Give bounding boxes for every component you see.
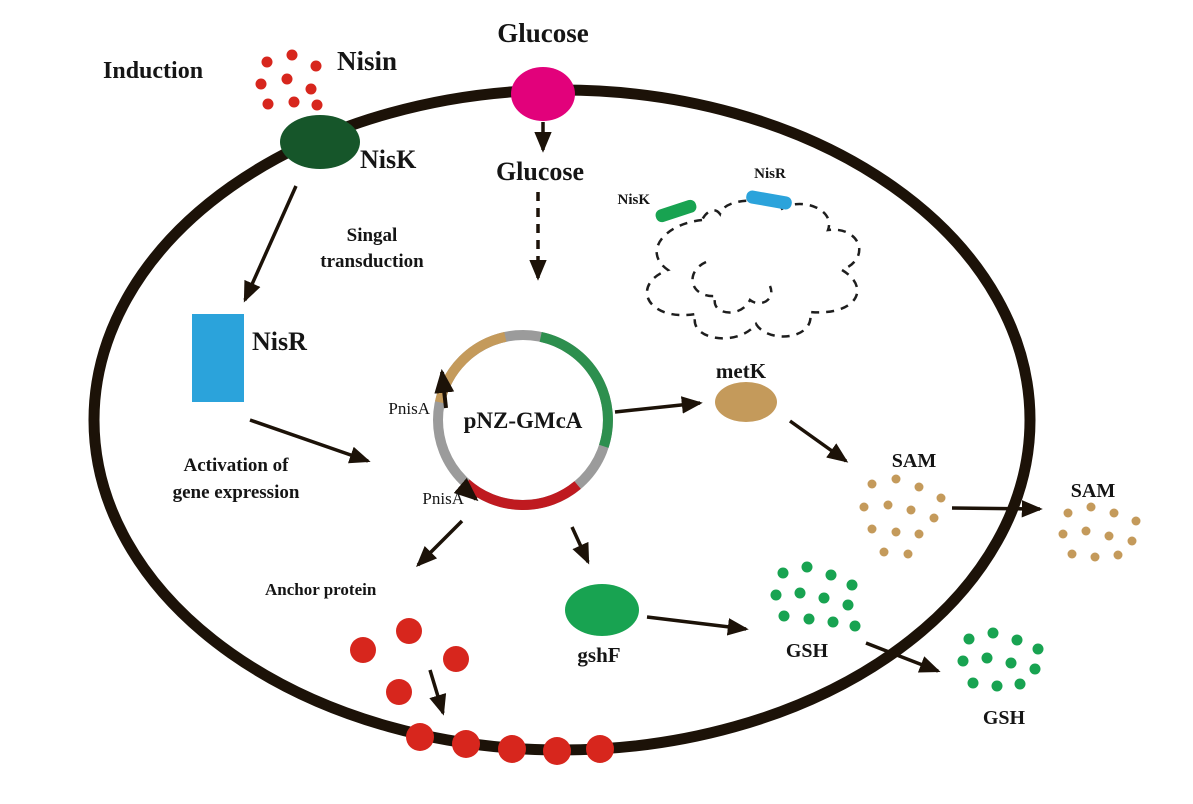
gsh-dots-inside [770,561,861,632]
arrow-metk-to-sam [788,419,849,463]
nisin-dots [255,49,323,111]
genome-nisr-gene [746,190,792,210]
promoter-arrow-top [434,368,455,409]
arrow-gsh-export [865,641,941,673]
genome-nisk-gene [655,199,697,223]
arrow-plasmid-to-anchor [416,519,464,567]
signal-transduction-line1: Singal [347,225,398,246]
pnisa-bottom-label: PnisA [422,489,464,508]
gsh-inside-label: GSH [786,640,829,662]
signal-transduction-line2: transduction [320,251,424,272]
gshf-enzyme [565,584,639,636]
metk-enzyme [715,382,777,422]
activation-line1: Activation of [183,455,289,476]
plasmid-name: pNZ-GMcA [464,408,583,433]
sam-inside-label: SAM [892,450,937,472]
nisk-label: NisK [360,145,417,174]
arrow-plasmid-to-metk [614,396,703,414]
glucose-transporter [511,67,575,121]
gsh-outside-label: GSH [983,707,1026,729]
sam-dots-outside [1058,502,1141,562]
sam-outside-label: SAM [1071,480,1116,502]
plasmid-segment-green [539,332,613,448]
genome-loop-inner [691,260,773,314]
promoter-arrow-bottom [453,477,479,502]
nisr-label: NisR [252,327,307,356]
glucose-outside-label: Glucose [497,18,589,48]
arrow-plasmid-to-gshf [570,526,590,565]
nisr-regulator [192,314,244,402]
arrow-anchor-to-membrane [428,669,447,716]
arrow-gshf-to-gsh [646,615,749,636]
anchor-protein-label: Anchor protein [265,580,377,599]
metk-label: metK [716,359,767,383]
plasmid: pNZ-GMcA PnisA PnisA [388,330,613,510]
activation-line2: gene expression [173,482,300,503]
arrow-nisk-to-nisr [243,185,298,303]
gsh-dots-outside [957,627,1044,692]
sam-dots-inside [859,474,946,559]
nisk-sensor [280,115,360,169]
induction-label: Induction [103,58,203,84]
glucose-inside-label: Glucose [496,157,584,186]
anchor-protein-dots [350,618,469,705]
arrow-sam-export [951,500,1043,518]
genome-nisr-label: NisR [754,166,786,182]
gshf-label: gshF [577,643,620,667]
membrane-displayed-dots [406,723,614,765]
genome-nisk-label: NisK [617,192,650,208]
nisin-label: Nisin [337,46,397,76]
arrow-nisr-to-plasmid [249,418,371,464]
pnisa-top-label: PnisA [388,399,430,418]
